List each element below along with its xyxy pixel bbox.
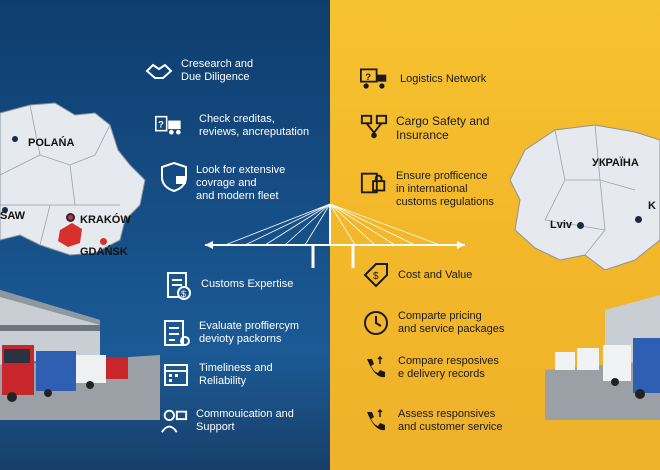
map-label-kyiv: K	[648, 200, 656, 212]
map-pin-warsaw	[2, 207, 8, 213]
phone-icon	[362, 408, 390, 434]
map-label-lviv: Lviv	[550, 219, 573, 231]
clipboard-dollar-icon: $	[165, 272, 193, 300]
map-pin-lviv	[577, 222, 584, 229]
ukraine-map	[509, 124, 660, 271]
calendar-icon	[163, 362, 191, 388]
map-label-warsaw: SAW	[0, 210, 26, 222]
shield-truck-icon	[160, 162, 188, 192]
svg-text:?: ?	[365, 72, 371, 83]
price-tag-icon: $	[362, 262, 390, 288]
right-item-pricing: Comparte pricing and service packages	[362, 310, 504, 336]
right-item-cargo: Cargo Safety and Insurance	[360, 114, 489, 142]
warehouse-trucks-left	[0, 290, 160, 420]
poland-map	[0, 102, 146, 256]
map-label-poland: POLAŃA	[28, 137, 75, 149]
left-item-research: Cresearch and Due Diligence	[145, 58, 253, 84]
left-item-customs: $ Customs Expertise	[165, 272, 294, 300]
support-person-icon	[160, 408, 188, 434]
phone-icon	[362, 355, 390, 381]
map-pin-poland	[12, 136, 18, 142]
left-item-proficiency: Evaluate proffiercym devioty packorns	[163, 320, 299, 346]
left-item-communication: Commouication and Support	[160, 408, 294, 434]
right-item-logistics-text: Logistics Network	[400, 73, 487, 85]
map-label-ukraine: УКРАЇНА	[592, 157, 639, 169]
right-item-pricing-text: Comparte pricing and service packages	[398, 310, 505, 335]
clock-icon	[362, 310, 390, 336]
left-item-coverage-text: Look for extensive covrage and and moder…	[196, 164, 286, 202]
svg-text:$: $	[181, 289, 186, 299]
right-item-cargo-text: Cargo Safety and Insurance	[396, 114, 490, 142]
left-item-timeliness-text: Timeliness and Reliability	[199, 362, 273, 387]
right-item-service: Assess responsives and customer service	[362, 408, 503, 434]
right-item-delivery-text: Compare resposives e delivery records	[398, 355, 499, 380]
handshake-icon	[145, 58, 173, 84]
left-item-research-text: Cresearch and Due Diligence	[181, 58, 254, 83]
left-item-proficiency-text: Evaluate proffiercym devioty packorns	[199, 320, 300, 345]
warehouse-trucks-right	[545, 295, 660, 420]
right-item-cost: $ Cost and Value	[362, 262, 472, 288]
right-item-customs-text: Ensure profficence in international cust…	[396, 170, 494, 208]
map-pin-gdansk	[100, 238, 107, 245]
truck-question-icon: ?	[360, 66, 388, 92]
cargo-network-icon	[360, 114, 388, 140]
map-pin-kyiv	[635, 216, 642, 223]
left-item-timeliness: Timeliness and Reliability	[163, 362, 273, 388]
svg-text:?: ?	[158, 120, 164, 130]
right-item-cost-text: Cost and Value	[398, 269, 473, 281]
map-label-krakow: KRAKÓW	[80, 214, 131, 226]
right-item-service-text: Assess responsives and customer service	[398, 408, 503, 433]
left-panel: POLAŃA SAW KRAKÓW GDAŃSK Cresearch and D…	[0, 0, 330, 470]
lock-document-icon	[360, 170, 388, 196]
truck-document-icon: ?	[155, 113, 183, 139]
checklist-icon	[163, 320, 191, 346]
svg-text:$: $	[373, 271, 379, 282]
left-item-coverage: Look for extensive covrage and and moder…	[160, 162, 286, 203]
right-item-customs: Ensure profficence in international cust…	[360, 170, 494, 209]
map-label-gdansk: GDAŃSK	[80, 246, 128, 258]
right-panel: УКРАЇНА Lviv K ? Logistics Network Cargo…	[330, 0, 660, 470]
left-item-credit: ? Check creditas, reviews, ancreputation	[155, 113, 309, 139]
map-pin-krakow	[66, 213, 75, 222]
bridge-illustration	[205, 203, 465, 268]
left-item-credit-text: Check creditas, reviews, ancreputation	[199, 113, 310, 138]
right-item-delivery: Compare resposives e delivery records	[362, 355, 499, 381]
left-item-customs-text: Customs Expertise	[201, 278, 294, 290]
right-item-logistics: ? Logistics Network	[360, 66, 486, 92]
left-item-communication-text: Commouication and Support	[196, 408, 294, 433]
